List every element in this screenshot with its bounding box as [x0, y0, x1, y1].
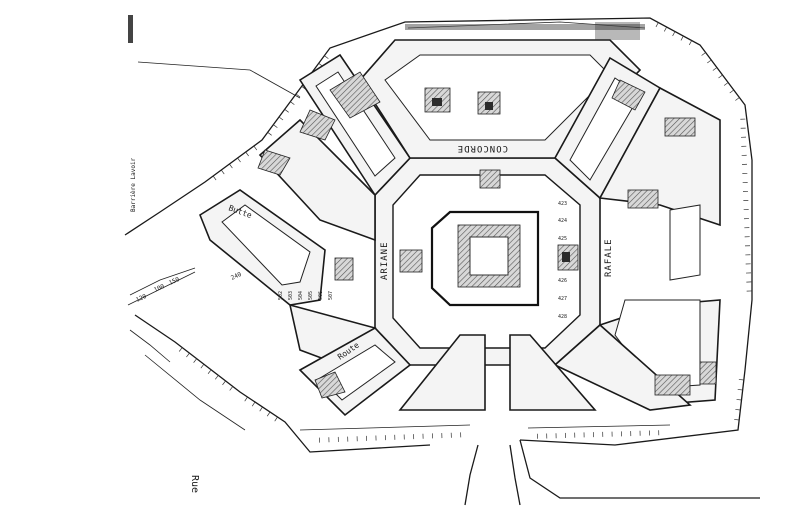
- parking-tick: [655, 22, 659, 28]
- parking-tick: [259, 406, 263, 412]
- parking-tick: [221, 169, 225, 175]
- parking-tick: [737, 389, 743, 391]
- parking-tick: [688, 40, 692, 46]
- lot-number: 426: [558, 278, 567, 284]
- parking-tick: [736, 399, 742, 401]
- lot-number: 506: [318, 291, 324, 300]
- parking-tick: [267, 132, 272, 136]
- parking-tick: [222, 380, 226, 386]
- parking-tick: [186, 352, 190, 358]
- parking-tick: [701, 52, 706, 56]
- parking-tick: [707, 59, 712, 64]
- lot-number: 504: [298, 291, 304, 300]
- parking-tick: [712, 67, 718, 71]
- scan-noise: [128, 15, 645, 43]
- street-label-rafale: RAFALE: [604, 238, 614, 277]
- parking-tick: [734, 419, 740, 421]
- parking-tick: [215, 375, 219, 380]
- segment-label: 150: [168, 276, 181, 287]
- parking-tick: [663, 26, 667, 32]
- parking-tick: [245, 151, 249, 157]
- lot-number: 425: [558, 236, 567, 242]
- parking-tick: [278, 116, 284, 121]
- street-label-rue: Rue: [189, 475, 200, 493]
- parking-tick: [244, 396, 248, 402]
- street-label-barriere: Barrière Lavoir: [130, 157, 137, 212]
- parking-tick: [729, 89, 734, 94]
- parking-tick: [273, 124, 278, 128]
- segment-label: 100: [153, 283, 166, 294]
- street-label-concorde: CONCORDE: [457, 143, 508, 153]
- lot-number: 428: [558, 314, 567, 320]
- lot-number: 502: [278, 291, 284, 300]
- parking-tick: [290, 101, 295, 105]
- parking-tick: [718, 74, 723, 79]
- lot-number: 424: [558, 218, 567, 224]
- parking-tick: [229, 386, 234, 391]
- lot-numbers-east: 423 424 425 426 427 428: [558, 201, 567, 320]
- parking-tick: [723, 82, 729, 86]
- lot-number: 503: [288, 291, 294, 300]
- parking-tick: [284, 109, 289, 113]
- parking-tick: [295, 93, 301, 98]
- lot-number: 427: [558, 296, 567, 302]
- main-building-ring: [374, 157, 601, 366]
- passages: [257, 71, 717, 399]
- lot-number: 423: [558, 201, 567, 207]
- parking-tick: [229, 163, 233, 169]
- parking-tick: [178, 347, 183, 352]
- wing-west: [199, 118, 377, 366]
- parking-tick: [274, 416, 278, 422]
- lot-number: 505: [308, 291, 314, 300]
- parking-tick: [237, 157, 241, 163]
- parking-tick: [207, 369, 212, 374]
- street-label-ariane: ARIANE: [380, 241, 390, 280]
- parking-tick: [193, 358, 197, 363]
- parking-tick: [324, 55, 329, 59]
- parking-tick: [735, 409, 741, 411]
- parking-tick: [251, 401, 256, 407]
- parking-tick: [680, 35, 684, 41]
- lot-number: 507: [328, 291, 334, 300]
- segment-labels: 100 120 150 240: [127, 271, 243, 306]
- segment-label: 240: [230, 271, 243, 282]
- parking-tick: [735, 97, 740, 101]
- parking-tick: [212, 175, 217, 181]
- parking-tick: [200, 364, 205, 369]
- lot-numbers-west: 502 503 504 505 506 507: [278, 291, 334, 300]
- south-parking-islands: [299, 334, 671, 431]
- parking-tick: [266, 411, 271, 417]
- parking-tick: [738, 379, 744, 381]
- parking-tick: [253, 145, 258, 151]
- parking-tick: [672, 31, 676, 37]
